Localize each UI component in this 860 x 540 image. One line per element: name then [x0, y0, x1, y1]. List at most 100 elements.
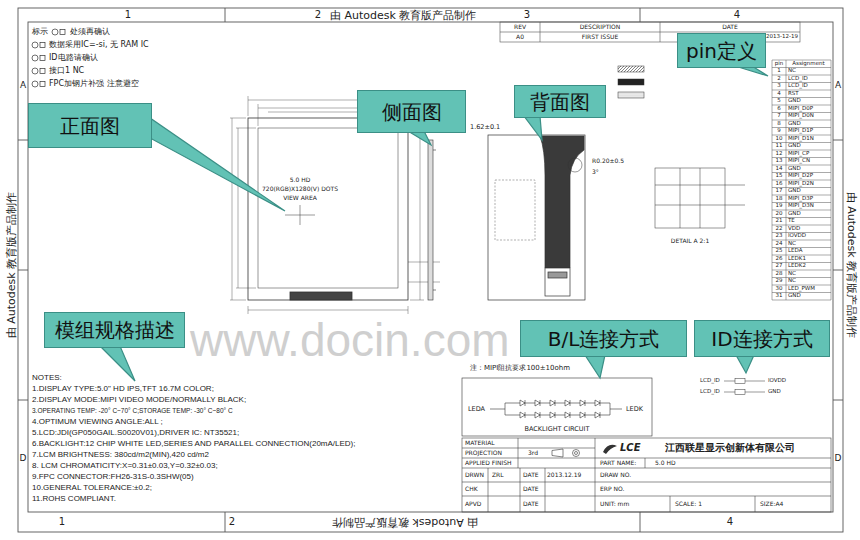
pin-signal: GND — [788, 166, 801, 172]
title-field: DATE — [523, 472, 539, 478]
spec-note: 10.GENERAL TOLERANCE:±0.2; — [32, 484, 152, 492]
company-logo — [603, 445, 617, 454]
title-value: 3rd — [528, 450, 538, 456]
detail-label: DETAIL A 2:1 — [671, 238, 709, 244]
company-logo-text: LCE — [620, 443, 641, 453]
spec-note: 4.OPTIMUM VIEWING ANGLE:ALL ; — [32, 418, 163, 426]
table-header: Assignment — [792, 61, 824, 67]
note-text: ID电路请确认 — [49, 54, 98, 62]
view-text: 720(RGB)X1280(V) DOTS — [262, 186, 338, 192]
pin-number: 3 — [777, 84, 781, 90]
spec-note: 7.LCM BRIGHTNESS: 380cd/m2(MIN),420 cd/m… — [32, 451, 209, 459]
pin-number: 1 — [777, 69, 781, 75]
callout-box: 模组规格描述 — [44, 312, 185, 348]
pin-number: 21 — [776, 219, 783, 225]
circuit-title: BACKLIGHT CIRCUIT — [525, 426, 590, 433]
callout-box: 侧面图 — [357, 90, 466, 133]
callout-box: pin定义 — [677, 33, 766, 68]
material-swatch — [618, 66, 644, 98]
pin-signal: GND — [788, 144, 801, 150]
watermark-text: 由 Autodesk 教育版产品制作 — [846, 192, 857, 338]
pin-number: 4 — [777, 91, 781, 97]
pin-signal: MIPI_D0P — [788, 106, 813, 112]
title-field: MATERIAL — [465, 440, 495, 446]
pin-signal: MIPI_D3N — [788, 204, 814, 210]
dimension-text: R0.20±0.5 — [592, 158, 624, 164]
title-value: 2013.12.19 — [547, 472, 581, 478]
pin-number: 30 — [776, 286, 783, 292]
drawing-frame — [18, 8, 843, 532]
spec-note: 8. LCM CHROMATICITY:X=0.31±0.03,Y=0.32±0… — [32, 462, 218, 470]
pin-number: 24 — [776, 241, 783, 247]
pin-signal: VDD — [788, 226, 800, 232]
spec-note: 5.LCD:JDI(GP050GAIL.S0020V01),DRIVER IC:… — [32, 429, 239, 437]
pin-number: 13 — [776, 159, 783, 165]
pin-signal: MIPI_D1P — [788, 129, 813, 135]
table-cell: 2013-12-19 — [766, 34, 798, 40]
callout-pointer — [100, 66, 768, 381]
grid-number: 4 — [727, 517, 733, 527]
title-field: DATE — [523, 501, 539, 507]
pin-signal: TE — [788, 219, 795, 225]
title-field: APPLIED FINISH — [465, 460, 512, 466]
pin-number: 18 — [776, 196, 783, 202]
pin-number: 26 — [776, 256, 783, 262]
title-field: DATE — [523, 486, 539, 492]
id-circuit — [724, 379, 765, 395]
pin-number: 27 — [776, 264, 783, 270]
note-text: 注：MIPI阻抗要求100±10ohm — [470, 365, 570, 372]
watermark-text: 由 Autodesk 教育版产品制作 — [330, 10, 476, 21]
spec-note: NOTES: — [32, 374, 62, 382]
pin-number: 15 — [776, 174, 783, 180]
pin-number: 22 — [776, 226, 783, 232]
detail-view — [655, 168, 745, 228]
watermark-text: 由 Autodesk 教育版产品制作 — [6, 192, 17, 338]
pin-number: 11 — [776, 144, 783, 150]
pin-number: 12 — [776, 151, 783, 157]
pin-number: 23 — [776, 234, 783, 240]
pin-signal: MIPI_D1N — [788, 136, 814, 142]
projection-symbol — [552, 449, 580, 457]
table-header: REV — [514, 24, 526, 30]
grid-letter: A — [835, 81, 841, 90]
pin-signal: NC — [788, 279, 796, 285]
pin-signal: GND — [788, 121, 801, 127]
pin-signal: MIPI_CN — [788, 159, 810, 165]
pin-number: 31 — [776, 294, 783, 300]
dimension-text: 1.62±0.1 — [470, 124, 500, 131]
dimension-text: 3° — [592, 169, 599, 175]
pin-signal: LCD_ID — [788, 76, 808, 82]
view-text: VIEW AREA — [283, 195, 317, 201]
view-text: 5.0 HD — [290, 177, 311, 183]
table-cell: A0 — [516, 34, 524, 40]
pin-number: 7 — [777, 114, 781, 120]
note-text: FPC加钢片补强 注意避空 — [49, 80, 139, 88]
spec-note: 1.DISPLAY TYPE:5.0" HD IPS,TFT 16.7M COL… — [32, 385, 214, 393]
pin-signal: MIPI_D3P — [788, 196, 813, 202]
title-field: UNIT: mm — [600, 501, 629, 507]
pin-number: 6 — [777, 106, 781, 112]
title-field: APVD — [465, 501, 481, 507]
pin-signal: GND — [788, 294, 801, 300]
spec-note: 2.DISPLAY MODE:MIPI VIDEO MODE/NORMALLY … — [32, 396, 246, 404]
pin-signal: NC — [788, 69, 796, 75]
pin-number: 29 — [776, 279, 783, 285]
signal-name: LEDK — [626, 406, 643, 413]
title-field: PROJECTION — [465, 450, 502, 456]
callout-text: 侧面图 — [382, 101, 442, 123]
grid-letter: A — [20, 81, 26, 90]
callout-text: B/L连接方式 — [548, 328, 660, 350]
callout-text: pin定义 — [686, 40, 757, 62]
pin-signal: GND — [788, 99, 801, 105]
watermark: www.docin.com — [190, 317, 510, 363]
title-field: PART NAME: — [600, 460, 636, 466]
title-field: SIZE:A4 — [760, 501, 783, 507]
pin-signal: LED_PWM — [788, 286, 815, 292]
pin-signal: NC — [788, 241, 796, 247]
grid-letter: D — [20, 454, 27, 463]
note-text: 接口1 NC — [49, 67, 84, 75]
pin-number: 17 — [776, 189, 783, 195]
company-name: 江西联星显示创新体有限公司 — [665, 443, 795, 453]
pin-number: 9 — [777, 129, 781, 135]
